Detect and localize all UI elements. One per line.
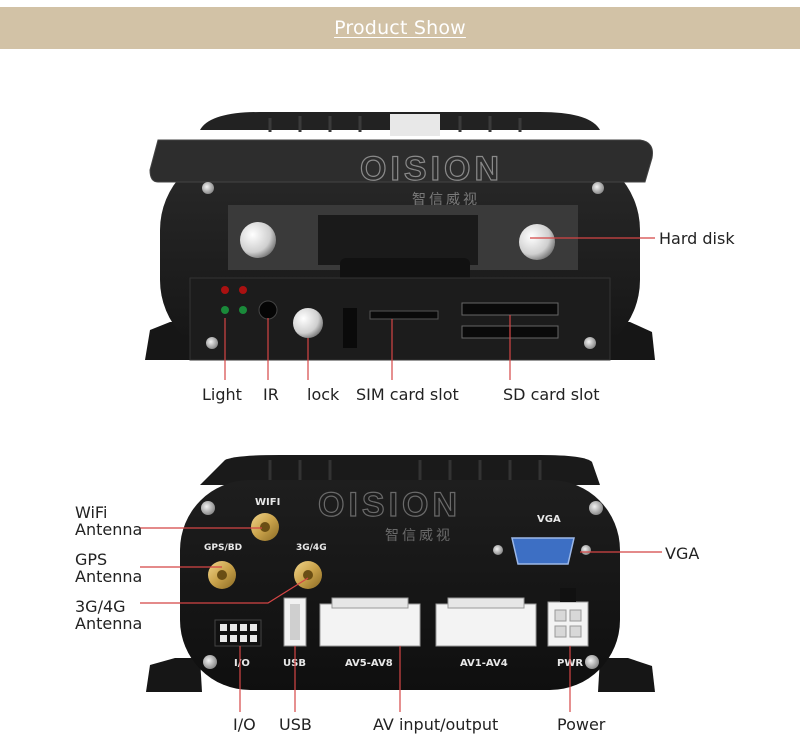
panel-label-vga: VGA bbox=[537, 514, 561, 525]
callout-power: Power bbox=[557, 715, 606, 734]
section-header-banner: Product Show bbox=[0, 7, 800, 49]
rear-mount-foot-left bbox=[146, 658, 202, 692]
vga-screw-left bbox=[493, 545, 503, 555]
av1-av4-connector bbox=[435, 603, 537, 647]
callout-gps-antenna: GPS Antenna bbox=[75, 551, 142, 585]
callout-io: I/O bbox=[233, 715, 256, 734]
callout-wifi-antenna: WiFi Antenna bbox=[75, 504, 142, 538]
callout-vga: VGA bbox=[665, 544, 700, 563]
led-red-2 bbox=[239, 286, 247, 294]
callout-lock: lock bbox=[307, 385, 340, 404]
callout-ir: IR bbox=[263, 385, 279, 404]
power-connector-pins bbox=[554, 609, 582, 638]
front-screw-top-right bbox=[592, 182, 604, 194]
panel-label-wifi: WIFI bbox=[255, 497, 280, 508]
power-connector-clip bbox=[560, 588, 576, 602]
panel-label-av1-av4: AV1-AV4 bbox=[460, 658, 508, 669]
front-lid-plate bbox=[149, 139, 653, 183]
key-lock bbox=[293, 308, 323, 338]
led-green-2 bbox=[239, 306, 247, 314]
lock-slot bbox=[343, 308, 357, 348]
sim-card-slot bbox=[369, 310, 439, 320]
wifi-antenna-connector bbox=[251, 513, 279, 541]
front-top-latch bbox=[390, 114, 440, 136]
ir-sensor bbox=[258, 300, 278, 320]
rear-screw-bottom-right bbox=[585, 655, 599, 669]
section-title: Product Show bbox=[334, 17, 466, 39]
hard-disk-knob-right bbox=[519, 224, 555, 260]
rear-heatsink-fins bbox=[268, 460, 542, 482]
panel-label-io: I/O bbox=[234, 658, 250, 669]
av5-av8-connector-latch bbox=[331, 597, 409, 609]
front-brand-subtext: 智信威视 bbox=[412, 192, 480, 208]
front-screw-bottom-left bbox=[206, 337, 218, 349]
power-connector bbox=[547, 601, 589, 647]
callout-sd-card-slot: SD card slot bbox=[503, 385, 600, 404]
panel-label-3g4g: 3G/4G bbox=[296, 543, 327, 553]
rear-device: OISION 智信威视 WIFI GPS/BD 3G/4G VGA I/O US… bbox=[146, 455, 655, 692]
front-callout-lines bbox=[224, 237, 655, 380]
sd-card-slot-1 bbox=[461, 302, 559, 316]
callout-av-input-output: AV input/output bbox=[373, 715, 499, 734]
hard-disk-tray bbox=[318, 215, 478, 265]
hard-disk-knob-left bbox=[240, 222, 276, 258]
rear-screw-top-right bbox=[589, 501, 603, 515]
callout-wifi-antenna-line2: Antenna bbox=[75, 520, 143, 539]
av1-av4-connector-latch bbox=[447, 597, 525, 609]
front-screw-top-left bbox=[202, 182, 214, 194]
vga-port bbox=[511, 537, 575, 565]
callout-gps-antenna-line1: GPS bbox=[75, 550, 108, 569]
callout-gps-antenna-line2: Antenna bbox=[75, 567, 143, 586]
rear-brand-subtext: 智信威视 bbox=[385, 528, 453, 544]
front-screw-bottom-right bbox=[584, 337, 596, 349]
panel-label-av5-av8: AV5-AV8 bbox=[345, 658, 393, 669]
rear-callout-lines bbox=[140, 527, 662, 712]
rear-screw-top-left bbox=[201, 501, 215, 515]
vga-screw-right bbox=[581, 545, 591, 555]
panel-label-gps: GPS/BD bbox=[204, 543, 242, 553]
callout-3g4g-antenna: 3G/4G Antenna bbox=[75, 598, 142, 632]
io-port-pins bbox=[220, 624, 257, 642]
callout-usb: USB bbox=[279, 715, 312, 734]
rear-mount-foot-right bbox=[598, 658, 655, 692]
led-red-1 bbox=[221, 286, 229, 294]
rear-screw-bottom-left bbox=[203, 655, 217, 669]
front-device: OISION 智信威视 bbox=[145, 112, 655, 361]
gps-antenna-connector bbox=[208, 561, 236, 589]
usb-port-tongue bbox=[290, 604, 300, 640]
callout-wifi-antenna-line1: WiFi bbox=[75, 503, 108, 522]
rear-brand-logo: OISION bbox=[318, 486, 461, 524]
io-port bbox=[214, 619, 262, 647]
callout-light: Light bbox=[202, 385, 242, 404]
front-brand-logo: OISION bbox=[360, 150, 503, 188]
callout-sim-card-slot: SIM card slot bbox=[356, 385, 459, 404]
callout-hard-disk: Hard disk bbox=[659, 229, 735, 248]
callout-3g4g-antenna-line1: 3G/4G bbox=[75, 597, 126, 616]
front-heatsink-fins bbox=[268, 116, 522, 132]
av5-av8-connector bbox=[319, 603, 421, 647]
led-green-1 bbox=[221, 306, 229, 314]
callout-3g4g-antenna-line2: Antenna bbox=[75, 614, 143, 633]
